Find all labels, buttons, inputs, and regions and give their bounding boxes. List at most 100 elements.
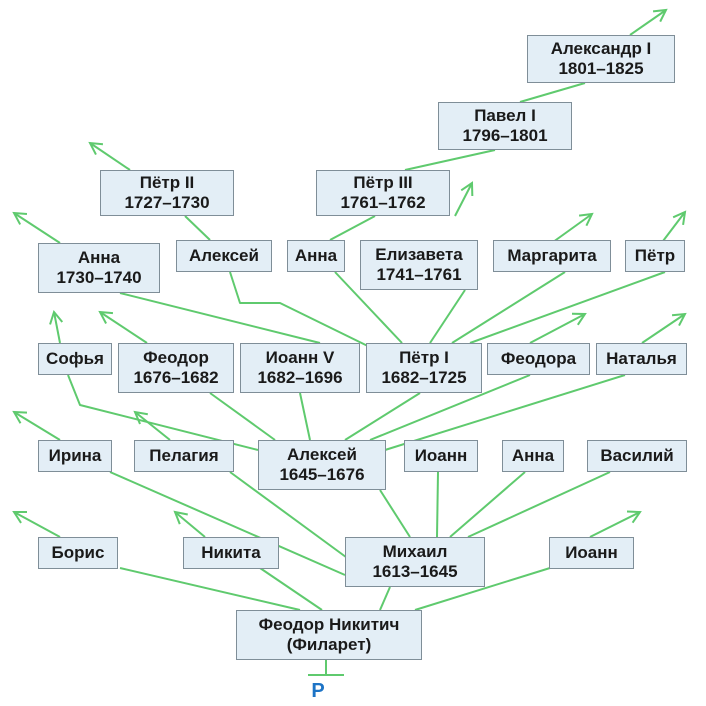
arrow-head — [571, 312, 587, 326]
connector-line — [384, 374, 626, 451]
node-boris: Борис — [38, 537, 118, 569]
node-vasiliy: Василий — [587, 440, 687, 472]
arrow-head — [49, 309, 64, 325]
arrow-head — [578, 212, 594, 227]
connector-line — [13, 212, 61, 244]
connector-line — [436, 471, 439, 538]
node-name: Пётр II — [139, 173, 195, 192]
node-filaret: Феодор Никитич (Филарет) — [236, 610, 422, 660]
connector-line — [454, 182, 473, 217]
node-years: 1761–1762 — [340, 193, 426, 212]
connector-line — [469, 271, 666, 344]
node-name: Феодор Никитич — [258, 615, 400, 634]
connector-line — [184, 215, 211, 241]
connector-line — [13, 411, 61, 441]
node-mikhail: Михаил 1613–1645 — [345, 537, 485, 587]
node-name: Александр I — [550, 39, 652, 58]
node-years: (Филарет) — [286, 635, 372, 654]
connector-line — [119, 567, 301, 611]
arrow-head — [12, 510, 28, 524]
node-years: 1682–1696 — [257, 368, 343, 387]
node-name: Феодор — [143, 348, 209, 367]
connector-line — [404, 149, 496, 171]
arrow-head — [672, 210, 687, 226]
node-ioann-g1: Иоанн — [549, 537, 634, 569]
node-years: 1613–1645 — [372, 562, 458, 581]
node-feodora: Феодора — [487, 343, 590, 375]
node-name: Никита — [201, 543, 261, 562]
connector-line — [641, 313, 686, 344]
node-years: 1796–1801 — [462, 126, 548, 145]
arrow-head — [173, 510, 188, 525]
connector-line — [467, 471, 611, 538]
arrow-head — [652, 8, 668, 23]
node-name: Пётр III — [353, 173, 413, 192]
node-name: Борис — [51, 543, 105, 562]
node-aleksey-g4: Алексей — [176, 240, 272, 272]
connector-line — [589, 511, 641, 538]
node-name: Анна — [77, 248, 121, 267]
node-years: 1676–1682 — [133, 368, 219, 387]
node-elizaveta: Елизавета 1741–1761 — [360, 240, 478, 290]
node-name: Анна — [294, 246, 338, 265]
node-anna-g2: Анна — [502, 440, 564, 472]
connector-line — [13, 511, 61, 538]
connector-line — [344, 392, 421, 441]
node-name: Иоанн — [565, 543, 618, 562]
connector-line — [629, 9, 667, 36]
node-pelageya: Пелагия — [134, 440, 234, 472]
connector-line — [229, 471, 351, 561]
connector-line — [89, 142, 131, 171]
node-years: 1730–1740 — [56, 268, 142, 287]
connector-line — [134, 411, 171, 441]
node-name: Анна — [511, 446, 555, 465]
arrow-head — [671, 312, 687, 327]
node-margarita: Маргарита — [493, 240, 611, 272]
node-name: Иоанн V — [265, 348, 335, 367]
node-aleksey-1645: Алексей 1645–1676 — [258, 440, 386, 490]
node-petr-iii: Пётр III 1761–1762 — [316, 170, 450, 216]
connector-line — [414, 567, 551, 611]
connector-line — [109, 471, 346, 576]
arrow-head — [12, 211, 28, 225]
connector-line — [209, 392, 276, 441]
connector-line — [229, 271, 381, 353]
node-years: 1727–1730 — [124, 193, 210, 212]
connector-line — [519, 82, 586, 103]
node-natalya: Наталья — [596, 343, 687, 375]
arrow-head — [626, 510, 642, 524]
arrow-head — [98, 310, 114, 324]
arrow-head — [12, 410, 28, 424]
node-anna-1730: Анна 1730–1740 — [38, 243, 160, 293]
arrow-head — [460, 181, 474, 197]
connector-line — [299, 392, 311, 441]
node-name: Алексей — [189, 246, 259, 265]
node-name: Ирина — [48, 446, 102, 465]
node-name: Михаил — [382, 542, 448, 561]
node-name: Пелагия — [149, 446, 219, 465]
node-name: Павел I — [474, 106, 536, 125]
node-irina: Ирина — [38, 440, 112, 472]
node-feodor: Феодор 1676–1682 — [118, 343, 234, 393]
node-years: 1741–1761 — [376, 265, 462, 284]
connector-line — [53, 311, 61, 344]
node-petr-g4: Пётр — [625, 240, 685, 272]
node-ioann-g2: Иоанн — [404, 440, 478, 472]
connector-line — [174, 511, 206, 538]
connector-line — [529, 313, 586, 344]
connector-line — [67, 374, 259, 451]
arrow-head — [133, 410, 148, 425]
node-name: Наталья — [606, 349, 677, 368]
connector-line — [429, 289, 466, 344]
connector-line — [451, 271, 566, 344]
node-name: Пётр I — [399, 348, 449, 367]
node-aleksandr-i: Александр I 1801–1825 — [527, 35, 675, 83]
node-name: Маргарита — [507, 246, 597, 265]
connector-line — [449, 471, 526, 538]
node-name: Феодора — [500, 349, 577, 368]
node-sofya: Софья — [38, 343, 112, 375]
arrow-head — [88, 141, 104, 156]
connector-line — [369, 374, 531, 441]
connector-line — [379, 586, 391, 611]
connector-line — [329, 215, 376, 241]
